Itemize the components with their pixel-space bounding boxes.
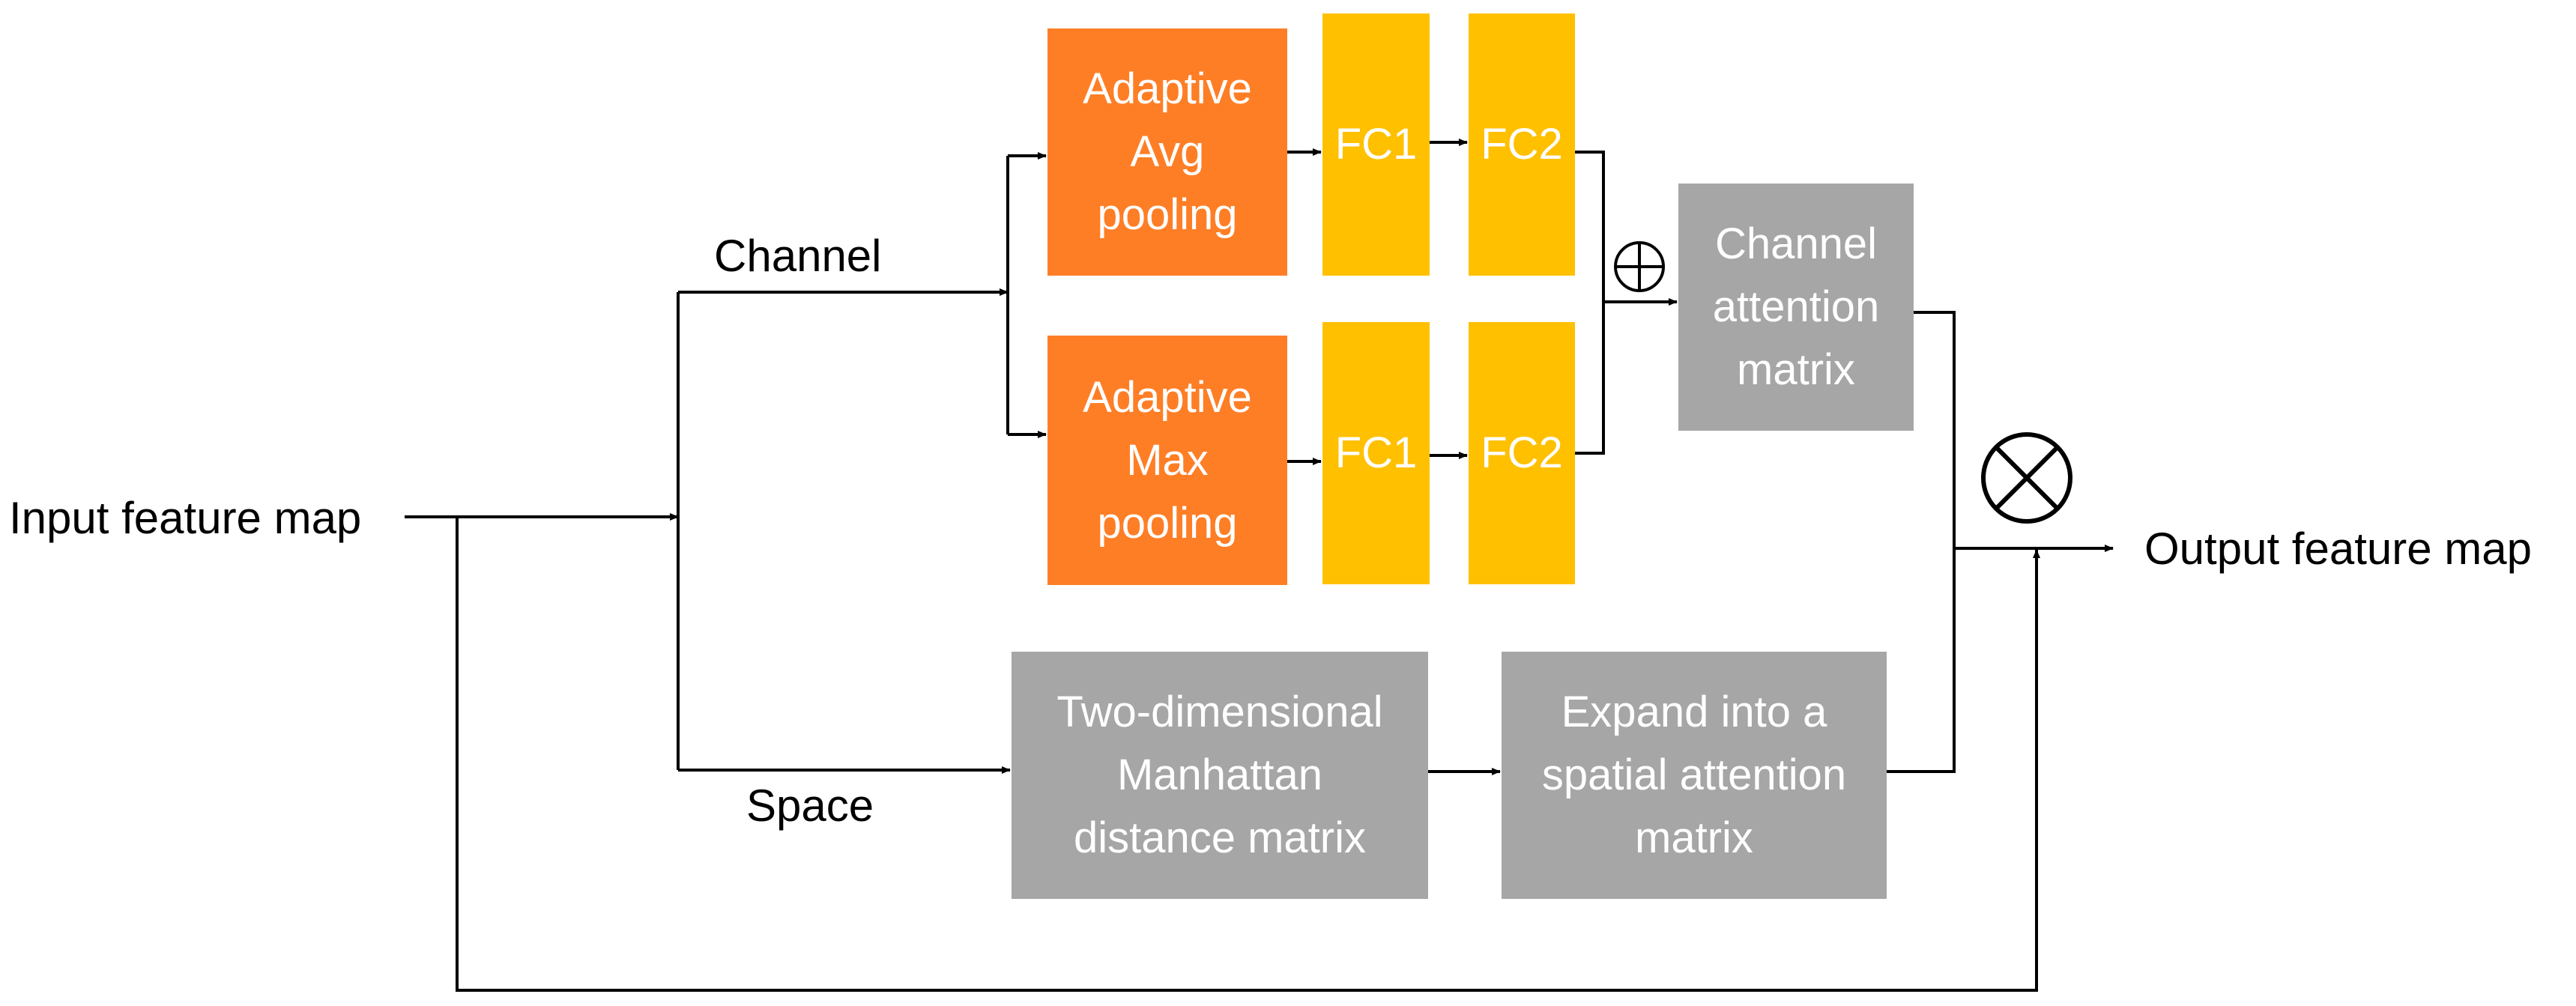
channel-branch-label: Channel (714, 231, 882, 281)
space-branch-label: Space (746, 781, 874, 831)
channel-attention-out-line (1914, 311, 1956, 548)
input-feature-map-label: Input feature map (9, 493, 362, 543)
multiply-operator-icon (1981, 432, 2072, 524)
output-feature-map-label: Output feature map (2144, 524, 2532, 574)
fc1-bottom-box: FC1 (1322, 322, 1430, 584)
fc2-merge-line (1575, 151, 1605, 455)
fc2-top-box: FC2 (1469, 13, 1575, 276)
residual-line (456, 517, 2040, 992)
adaptive-max-pooling-box: Adaptive Max pooling (1047, 336, 1287, 585)
fc1-top-box: FC1 (1322, 13, 1430, 276)
adaptive-avg-pooling-box: Adaptive Avg pooling (1047, 28, 1287, 276)
manhattan-distance-matrix-box: Two-dimensional Manhattan distance matri… (1012, 652, 1428, 899)
add-operator-icon (1614, 241, 1665, 292)
fc2-bottom-box: FC2 (1469, 322, 1575, 584)
channel-attention-matrix-box: Channel attention matrix (1678, 184, 1914, 431)
spatial-attention-out-line (1887, 548, 1956, 773)
spatial-attention-matrix-box: Expand into a spatial attention matrix (1502, 652, 1887, 899)
